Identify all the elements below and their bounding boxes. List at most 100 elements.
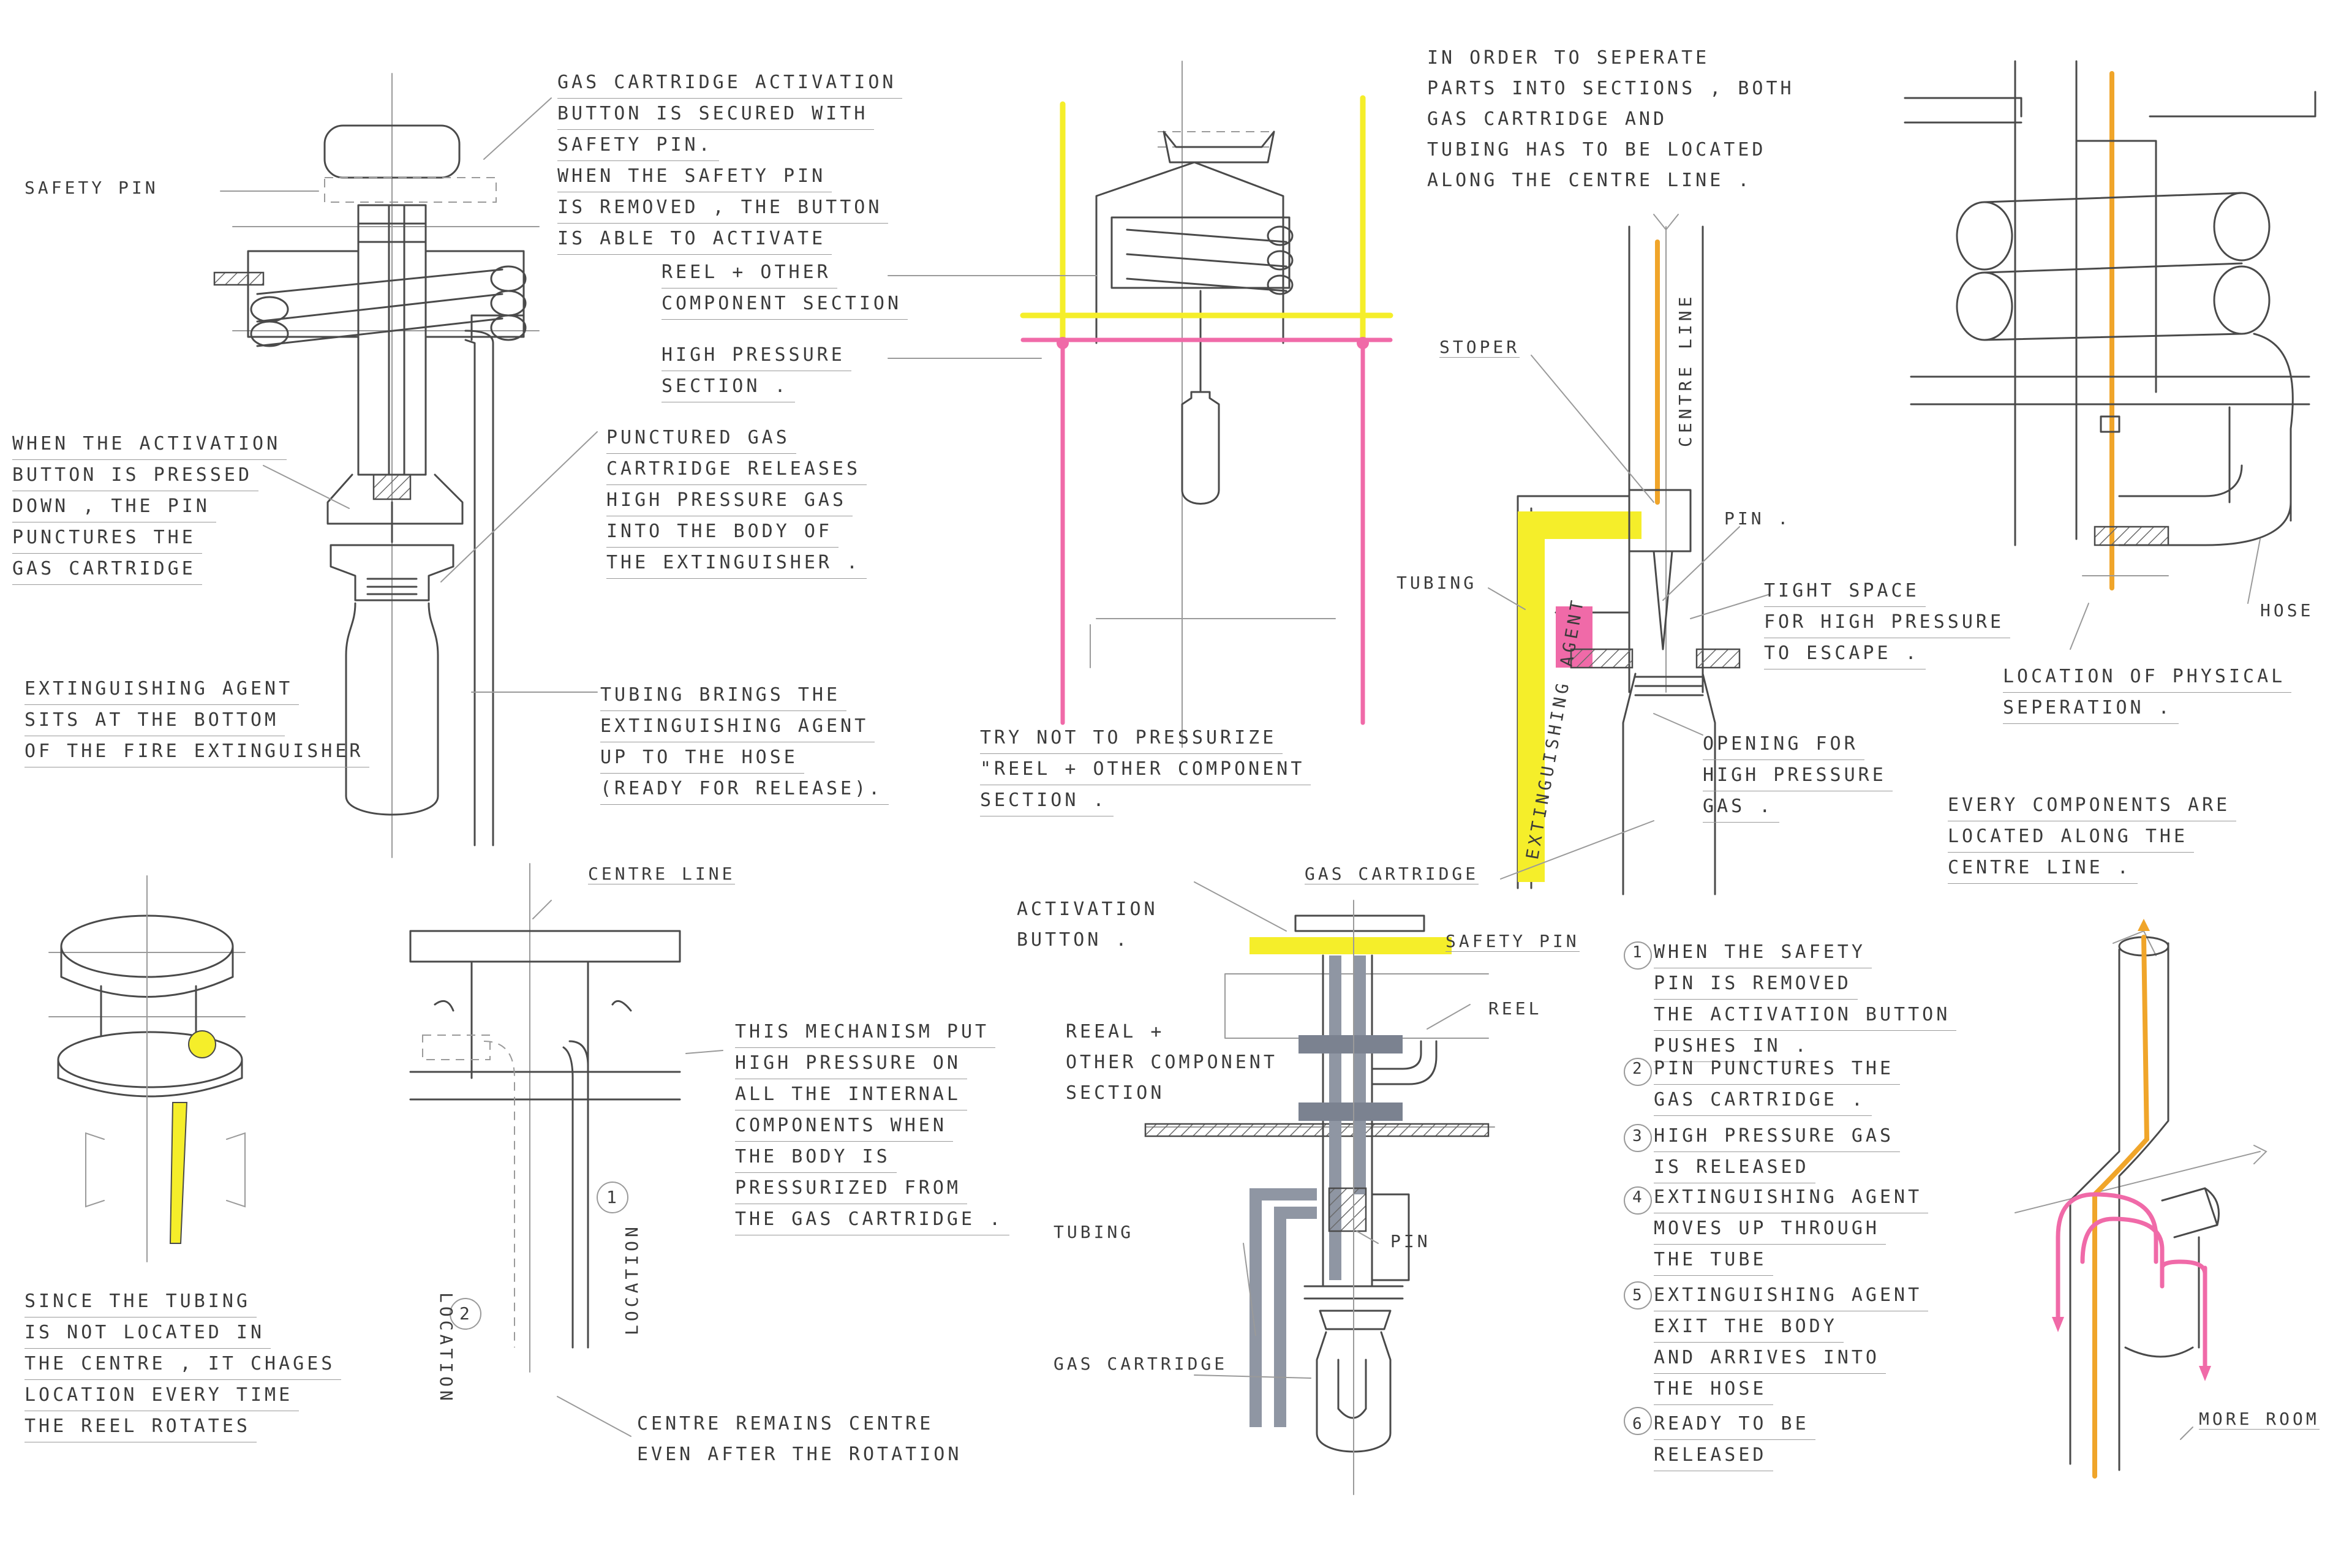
label-circle-2: 2 <box>459 1303 473 1324</box>
note-line: IS REMOVED , THE BUTTON <box>557 192 889 224</box>
note-line: "REEL + OTHER COMPONENT <box>980 754 1311 785</box>
fig-physical-separation <box>1904 60 2316 590</box>
note-line: TUBING HAS TO BE LOCATED <box>1427 139 1766 160</box>
note-line: PUNCTURES THE <box>12 522 202 554</box>
step-line: HIGH PRESSURE GAS <box>1654 1121 1901 1152</box>
fig-full-leaders <box>1194 881 1471 1379</box>
note-line: IN ORDER TO SEPERATE <box>1427 47 1710 69</box>
note-line: THE EXTINGUISHER . <box>606 548 867 579</box>
note-line: SECTION . <box>980 785 1114 816</box>
label-location-1: LOCATION <box>622 1223 642 1335</box>
note-line: (READY FOR RELEASE). <box>600 774 889 805</box>
note-line: ALL THE INTERNAL <box>735 1079 967 1110</box>
note-line: GAS CARTRIDGE <box>12 554 202 585</box>
note-line: COMPONENT SECTION <box>662 288 908 320</box>
note-line: TIGHT SPACE <box>1764 576 1926 607</box>
note-line: ALONG THE CENTRE LINE . <box>1427 170 1752 191</box>
note-line: REEAL + <box>1066 1021 1165 1042</box>
note-line: HIGH PRESSURE ON <box>735 1048 967 1079</box>
note-line: HIGH PRESSURE GAS <box>606 485 853 516</box>
step-line: GAS CARTRIDGE . <box>1654 1085 1872 1116</box>
note-line: SECTION <box>1066 1082 1165 1104</box>
note-line: LOCATION OF PHYSICAL <box>2003 662 2292 693</box>
step-number: 3 <box>1632 1127 1645 1145</box>
note-line: SITS AT THE BOTTOM <box>24 705 285 736</box>
step-line: PIN PUNCTURES THE <box>1654 1054 1901 1085</box>
fig-rotation-leaders <box>532 900 723 1437</box>
step-line: RELEASED <box>1654 1440 1773 1471</box>
note-line: WHEN THE SAFETY PIN <box>557 161 832 192</box>
step-line: MOVES UP THROUGH <box>1654 1213 1886 1245</box>
note-line: EVEN AFTER THE ROTATION <box>637 1444 962 1465</box>
label-gas-cartridge: GAS CARTRIDGE <box>1305 864 1479 884</box>
note-line: FOR HIGH PRESSURE <box>1764 607 2011 638</box>
note-line: THE CENTRE , IT CHAGES <box>24 1349 342 1380</box>
step-number: 1 <box>1632 943 1645 962</box>
note-line: PUNCTURED GAS <box>606 423 796 454</box>
label-safety-pin: SAFETY PIN <box>24 178 159 198</box>
note-line: HIGH PRESSURE <box>1703 760 1893 791</box>
fig-section-leaders <box>888 275 1097 359</box>
label-pin: PIN . <box>1724 508 1792 529</box>
label-safety-pin-b: SAFETY PIN <box>1446 931 1580 952</box>
step-line: EXTINGUISHING AGENT <box>1654 1280 1929 1311</box>
step-number: 2 <box>1632 1060 1645 1078</box>
step-line: WHEN THE SAFETY <box>1654 937 1872 968</box>
note-try-not: TRY NOT TO PRESSURIZE"REEL + OTHER COMPO… <box>980 723 1311 816</box>
fig-sep-leaders <box>2070 538 2261 650</box>
step-line: IS RELEASED <box>1654 1152 1815 1183</box>
step-line: PUSHES IN . <box>1654 1031 1815 1062</box>
note-line: SECTION . <box>662 371 795 402</box>
note-line: GAS CARTRIDGE ACTIVATION <box>557 67 903 99</box>
note-line: PRESSURIZED FROM <box>735 1173 967 1204</box>
label-stoper: STOPER <box>1439 337 1520 358</box>
note-line: OF THE FIRE EXTINGUISHER <box>24 736 370 767</box>
note-line: REEL + OTHER <box>662 257 837 288</box>
note-line: INTO THE BODY OF <box>606 516 839 548</box>
note-line: TO ESCAPE . <box>1764 638 1926 669</box>
label-reel-b: REEL <box>1488 998 1542 1019</box>
note-line: COMPONENTS WHEN <box>735 1110 953 1142</box>
fig-centre-line-detail <box>1517 214 1741 895</box>
label-gas-cartridge-b: GAS CARTRIDGE <box>1054 1354 1228 1374</box>
note-line: EVERY COMPONENTS ARE <box>1948 790 2237 821</box>
fig-main-leaders <box>220 97 598 693</box>
step-line: THE HOSE <box>1654 1374 1773 1405</box>
step-line: THE TUBE <box>1654 1245 1773 1276</box>
fig-main-section <box>213 73 540 858</box>
step-line: EXTINGUISHING AGENT <box>1654 1182 1929 1213</box>
fig-centre-leaders <box>1488 355 1771 880</box>
step-line: READY TO BE <box>1654 1409 1815 1440</box>
step-line: THE ACTIVATION BUTTON <box>1654 1000 1957 1031</box>
note-line: IS ABLE TO ACTIVATE <box>557 224 832 255</box>
fig-rotation <box>409 863 681 1373</box>
note-line: DOWN , THE PIN <box>12 491 216 522</box>
note-line: BUTTON IS SECURED WITH <box>557 99 875 130</box>
step-line: AND ARRIVES INTO <box>1654 1343 1886 1374</box>
label-more-room: MORE ROOM <box>2199 1409 2320 1430</box>
note-line: BUTTON . <box>1017 929 1130 951</box>
note-line: LOCATION EVERY TIME <box>24 1380 300 1411</box>
note-line: SAFETY PIN. <box>557 130 719 161</box>
note-line: EXTINGUISHING AGENT <box>600 711 875 742</box>
step-number: 5 <box>1632 1286 1645 1305</box>
